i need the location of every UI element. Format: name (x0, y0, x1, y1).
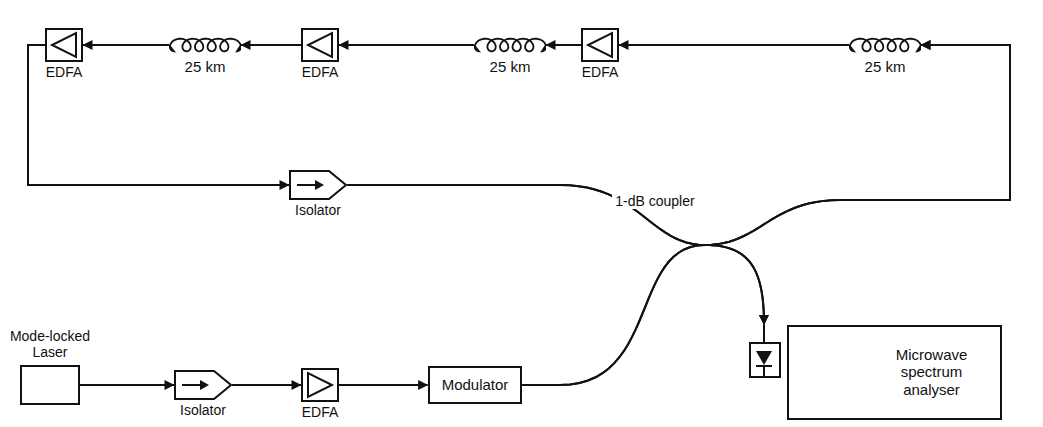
isolator-symbol (289, 170, 347, 200)
component-label: Isolator (295, 202, 341, 218)
isolator-symbol (174, 370, 232, 400)
edfa-amplifier-shape (581, 28, 619, 62)
isolator-arrow-head (315, 180, 324, 190)
fiber-connector (241, 44, 301, 46)
isolator: Isolator (174, 370, 232, 418)
photodiode-housing (750, 343, 780, 377)
fiber-spool: 25 km (169, 34, 241, 75)
coupler-label: 1-dB coupler (612, 193, 697, 209)
fiber-connector (522, 245, 764, 385)
amplifier-triangle (52, 33, 76, 57)
fiber-connector (619, 44, 849, 46)
spectrum-analyser-shape: Microwave spectrum analyser (742, 325, 1002, 420)
amplifier-triangle (308, 33, 332, 57)
edfa-amplifier: EDFA (45, 28, 83, 80)
isolator-shape (289, 170, 347, 200)
isolator: Isolator (289, 170, 347, 218)
fiber-connector (80, 384, 174, 386)
component-label: Modulator (442, 376, 509, 393)
fiber-spool-shape (474, 34, 546, 56)
fiber-connector (339, 384, 428, 386)
laser-source-shape (20, 365, 80, 405)
fiber-connector (546, 44, 581, 46)
component-label: Microwave spectrum analyser (879, 346, 984, 398)
component-label: 25 km (865, 58, 906, 75)
isolator-arrow-head (200, 380, 209, 390)
fiber-spool: 25 km (474, 34, 546, 75)
photodiode-bar (756, 365, 772, 377)
coil-windings (849, 39, 921, 52)
fiber-connector (347, 185, 764, 325)
component-label: 25 km (185, 58, 226, 75)
fiber-connector (339, 44, 474, 46)
coil-windings (169, 39, 241, 52)
fiber-spool-shape (849, 34, 921, 56)
spectrum-analyser: Microwave spectrum analyser (742, 325, 1002, 420)
edfa-amplifier: EDFA (301, 28, 339, 80)
laser-source: Mode-locked Laser (4, 328, 96, 405)
amplifier-symbol (303, 370, 337, 400)
analyser-box: Microwave spectrum analyser (787, 325, 1002, 420)
coil-symbol (474, 34, 546, 56)
edfa-amplifier: EDFA (301, 368, 339, 420)
isolator-shape (174, 370, 232, 400)
component-label: EDFA (302, 404, 339, 420)
amplifier-symbol (583, 30, 617, 60)
component-label: Mode-locked Laser (4, 328, 96, 360)
amplifier-symbol (47, 30, 81, 60)
coil-windings (474, 39, 546, 52)
fiber-connector (347, 45, 1010, 245)
isolator-outline (290, 171, 346, 199)
component-label: EDFA (46, 64, 83, 80)
amplifier-triangle (588, 33, 612, 57)
edfa-amplifier-shape (301, 368, 339, 402)
component-label: EDFA (582, 64, 619, 80)
fiber-connector (83, 44, 169, 46)
edfa-amplifier-shape (45, 28, 83, 62)
isolator-outline (175, 371, 231, 399)
edfa-amplifier-shape (301, 28, 339, 62)
edfa-amplifier: EDFA (581, 28, 619, 80)
component-label: 25 km (490, 58, 531, 75)
fiber-spool-shape (169, 34, 241, 56)
coil-symbol (169, 34, 241, 56)
component-label: Isolator (180, 402, 226, 418)
amplifier-symbol (303, 30, 337, 60)
photodiode-triangle (756, 351, 772, 365)
coil-symbol (849, 34, 921, 56)
fiber-connector (232, 384, 301, 386)
fiber-spool: 25 km (849, 34, 921, 75)
modulator-box: Modulator (428, 366, 523, 403)
amplifier-triangle (308, 373, 332, 397)
photodiode-symbol (742, 325, 790, 385)
component-label: EDFA (302, 64, 339, 80)
fiber-connector (28, 45, 289, 185)
modulator-box-shape: Modulator (428, 366, 523, 403)
